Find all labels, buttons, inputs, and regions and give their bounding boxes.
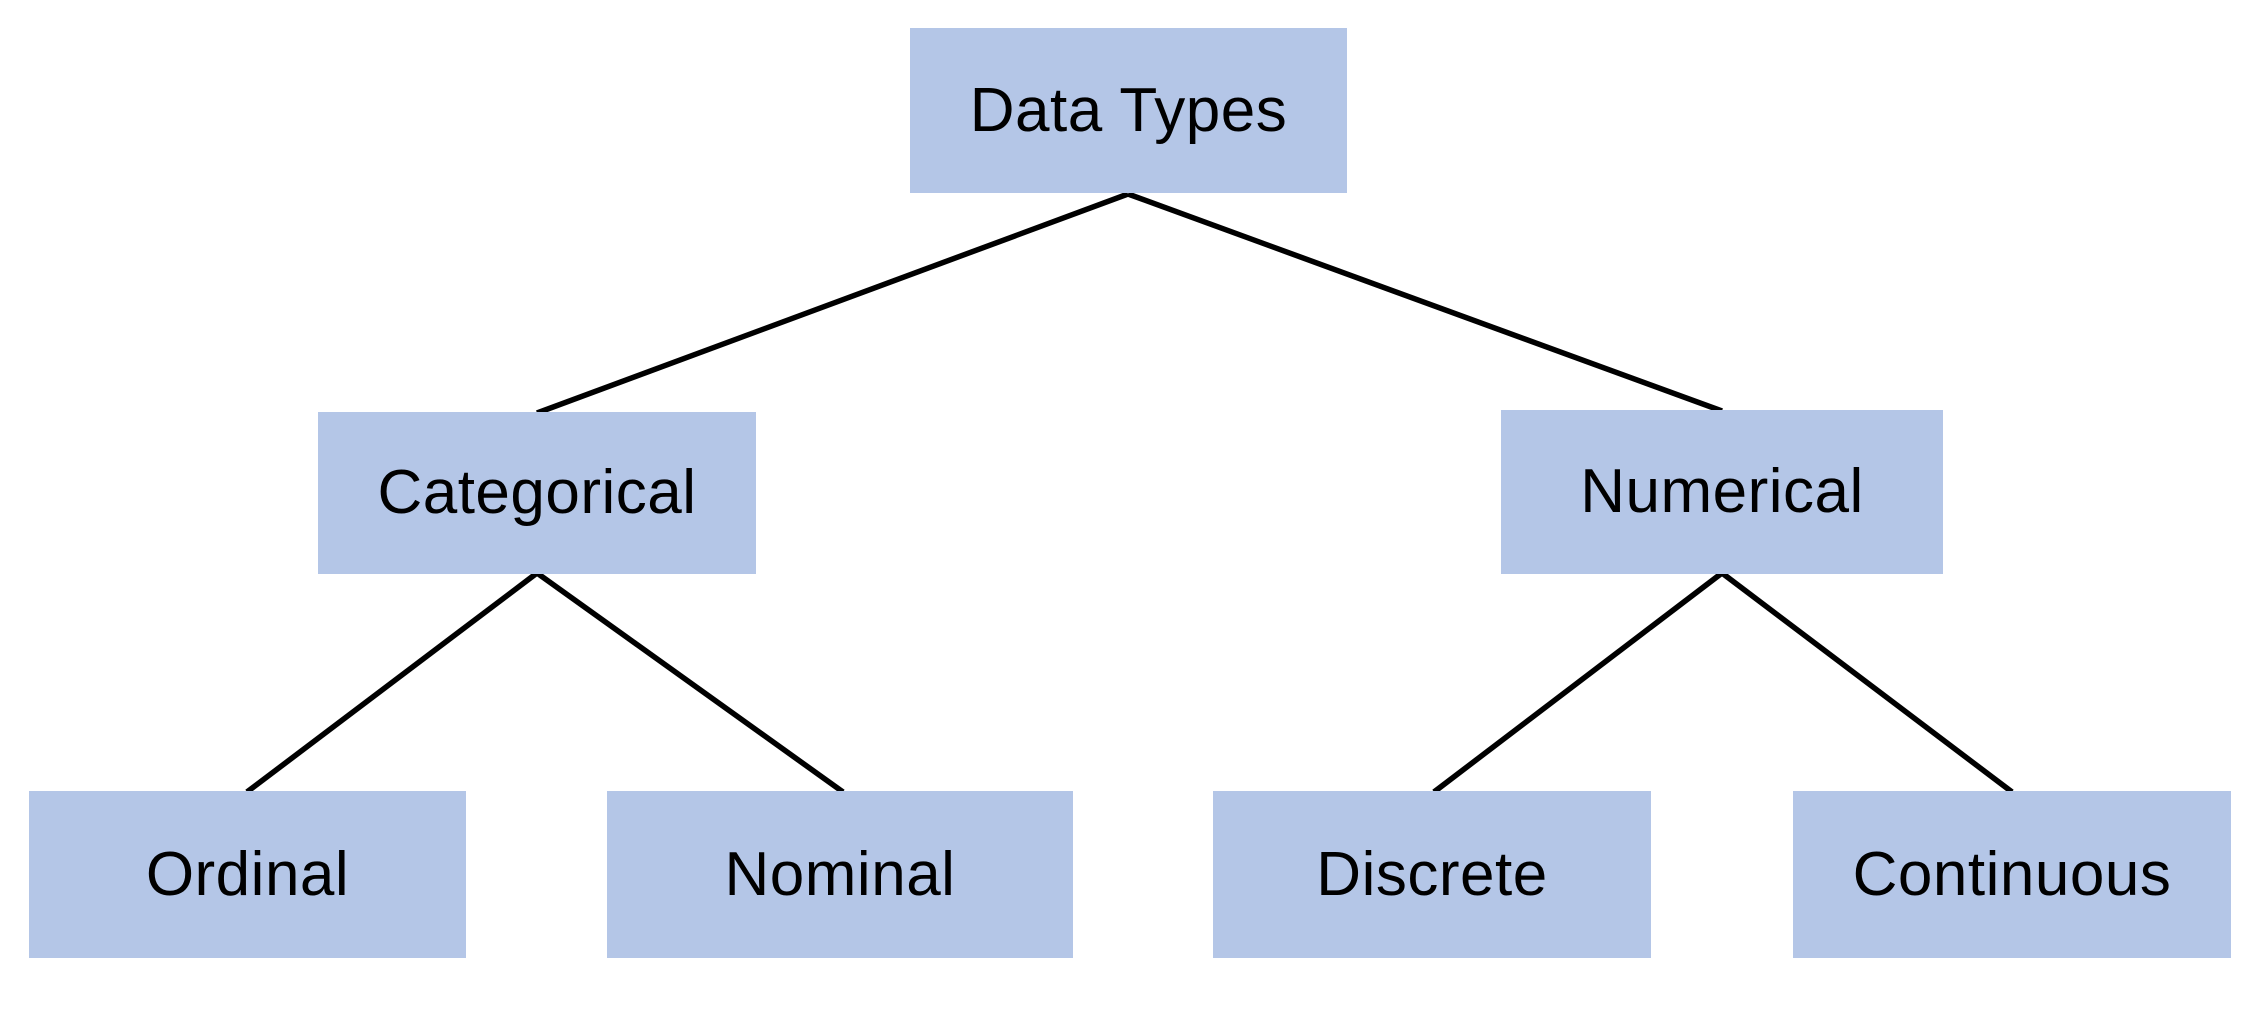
node-ordinal: Ordinal	[29, 791, 466, 958]
connector-data-types-numerical	[1127, 191, 1723, 414]
connector-categorical-ordinal	[245, 570, 539, 795]
node-continuous: Continuous	[1793, 791, 2231, 958]
node-nominal: Nominal	[607, 791, 1073, 958]
connector-numerical-continuous	[1720, 570, 2014, 795]
connector-categorical-nominal	[535, 570, 845, 795]
connector-numerical-discrete	[1432, 570, 1724, 795]
node-numerical: Numerical	[1501, 410, 1943, 574]
node-data-types: Data Types	[910, 28, 1347, 193]
node-discrete: Discrete	[1213, 791, 1651, 958]
connector-data-types-categorical	[536, 191, 1129, 416]
node-categorical: Categorical	[318, 412, 756, 574]
